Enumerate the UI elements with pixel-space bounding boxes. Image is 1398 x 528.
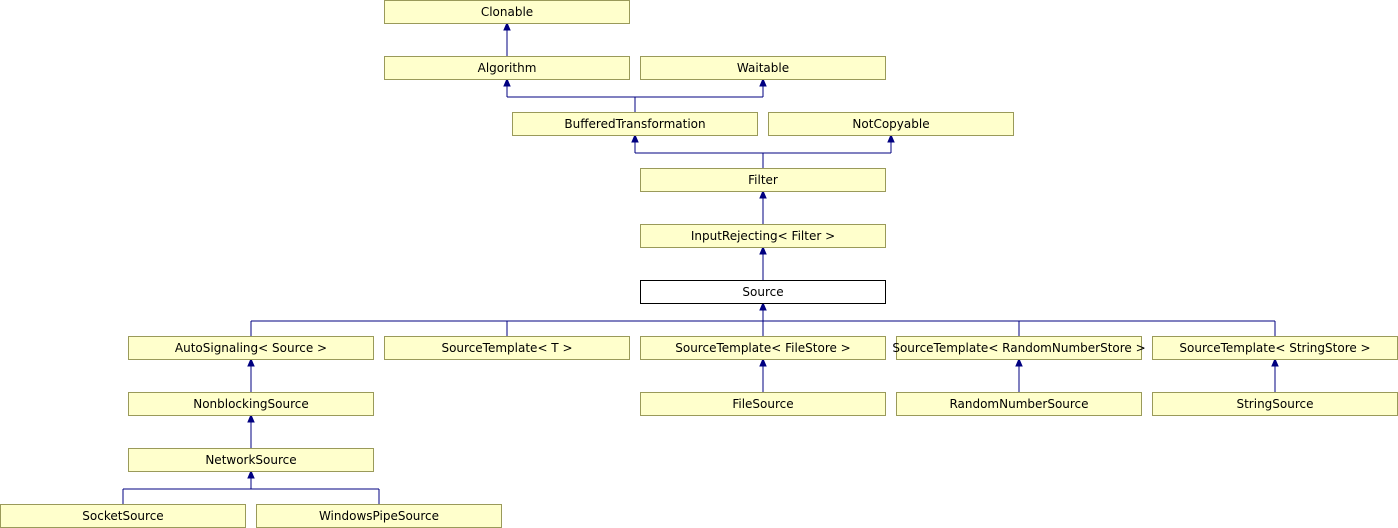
node-sourcetemplate-randomnumberstore[interactable]: SourceTemplate< RandomNumberStore > — [892, 336, 1146, 360]
node-label: SourceTemplate< FileStore > — [675, 341, 851, 355]
node-sourcetemplate-stringstore[interactable]: SourceTemplate< StringStore > — [1152, 336, 1398, 360]
node-autosignaling[interactable]: AutoSignaling< Source > — [128, 336, 374, 360]
node-sourcetemplate-filestore[interactable]: SourceTemplate< FileStore > — [640, 336, 886, 360]
arrow-head — [887, 133, 895, 143]
arrow-head — [1271, 357, 1279, 367]
node-label: NotCopyable — [852, 117, 929, 131]
node-randomnumbersource[interactable]: RandomNumberSource — [896, 392, 1142, 416]
node-sourcetemplate-t[interactable]: SourceTemplate< T > — [384, 336, 630, 360]
node-notcopyable[interactable]: NotCopyable — [768, 112, 1014, 136]
node-label: Clonable — [481, 5, 533, 19]
node-label: SourceTemplate< StringStore > — [1179, 341, 1370, 355]
node-label: NonblockingSource — [193, 397, 309, 411]
node-label: Source — [742, 285, 783, 299]
node-filesource[interactable]: FileSource — [640, 392, 886, 416]
node-algorithm[interactable]: Algorithm — [384, 56, 630, 80]
node-label: SourceTemplate< T > — [441, 341, 572, 355]
node-bufferedtransformation[interactable]: BufferedTransformation — [512, 112, 758, 136]
node-label: NetworkSource — [205, 453, 296, 467]
node-label: Algorithm — [478, 61, 537, 75]
node-label: InputRejecting< Filter > — [691, 229, 835, 243]
node-label: Waitable — [737, 61, 789, 75]
node-stringsource[interactable]: StringSource — [1152, 392, 1398, 416]
arrow-head — [759, 77, 767, 87]
arrow-head — [247, 357, 255, 367]
arrow-head — [1015, 357, 1023, 367]
arrow-head — [631, 133, 639, 143]
node-label: FileSource — [732, 397, 793, 411]
node-label: Filter — [748, 173, 778, 187]
arrow-head — [759, 357, 767, 367]
node-source: Source — [640, 280, 886, 304]
node-label: WindowsPipeSource — [319, 509, 439, 523]
node-inputrejecting[interactable]: InputRejecting< Filter > — [640, 224, 886, 248]
node-socketsource[interactable]: SocketSource — [0, 504, 246, 528]
node-label: AutoSignaling< Source > — [175, 341, 327, 355]
node-label: SourceTemplate< RandomNumberStore > — [892, 341, 1145, 355]
node-networksource[interactable]: NetworkSource — [128, 448, 374, 472]
node-nonblockingsource[interactable]: NonblockingSource — [128, 392, 374, 416]
arrow-head — [247, 413, 255, 423]
node-label: BufferedTransformation — [564, 117, 705, 131]
node-filter[interactable]: Filter — [640, 168, 886, 192]
node-label: RandomNumberSource — [949, 397, 1088, 411]
arrow-head — [247, 469, 255, 479]
arrow-head — [759, 245, 767, 255]
arrow-head — [759, 301, 767, 311]
node-waitable[interactable]: Waitable — [640, 56, 886, 80]
arrow-head — [503, 21, 511, 31]
node-clonable[interactable]: Clonable — [384, 0, 630, 24]
node-label: SocketSource — [82, 509, 163, 523]
node-windowspipesource[interactable]: WindowsPipeSource — [256, 504, 502, 528]
arrow-head — [759, 189, 767, 199]
edges — [122, 21, 1279, 504]
arrow-head — [503, 77, 511, 87]
node-label: StringSource — [1236, 397, 1313, 411]
